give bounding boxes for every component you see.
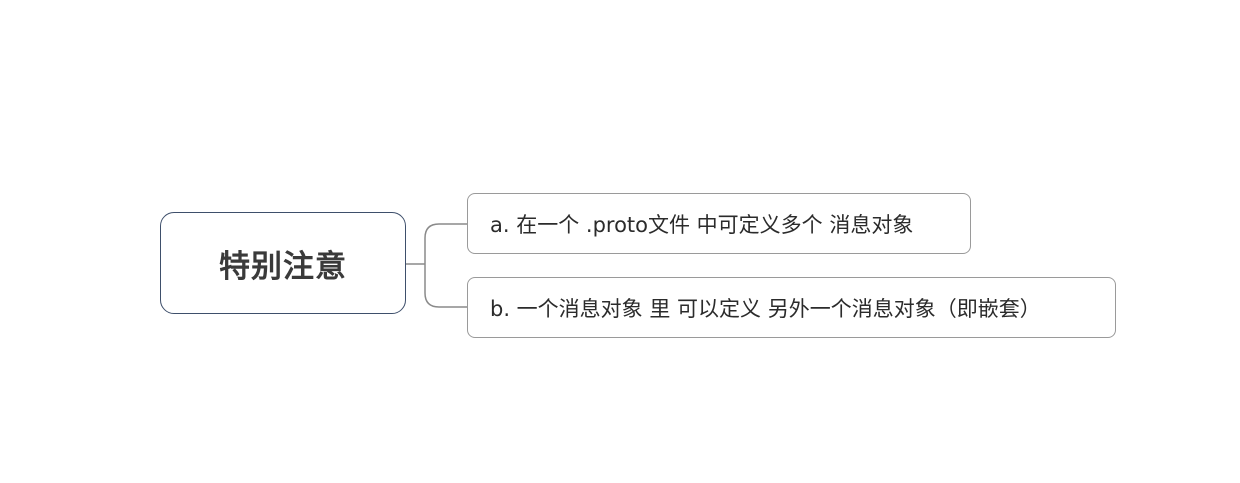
root-topic[interactable]: 特别注意	[160, 212, 406, 314]
root-topic-label: 特别注意	[219, 248, 347, 285]
connector-to-branch-a	[424, 223, 467, 264]
branch-topic-b-label: b. 一个消息对象 里 可以定义 另外一个消息对象（即嵌套）	[490, 296, 1041, 321]
branch-topic-a-label: a. 在一个 .proto文件 中可定义多个 消息对象	[490, 212, 914, 237]
connector-to-branch-b	[424, 264, 467, 308]
branch-topic-b[interactable]: b. 一个消息对象 里 可以定义 另外一个消息对象（即嵌套）	[467, 277, 1116, 338]
branch-topic-a[interactable]: a. 在一个 .proto文件 中可定义多个 消息对象	[467, 193, 971, 254]
